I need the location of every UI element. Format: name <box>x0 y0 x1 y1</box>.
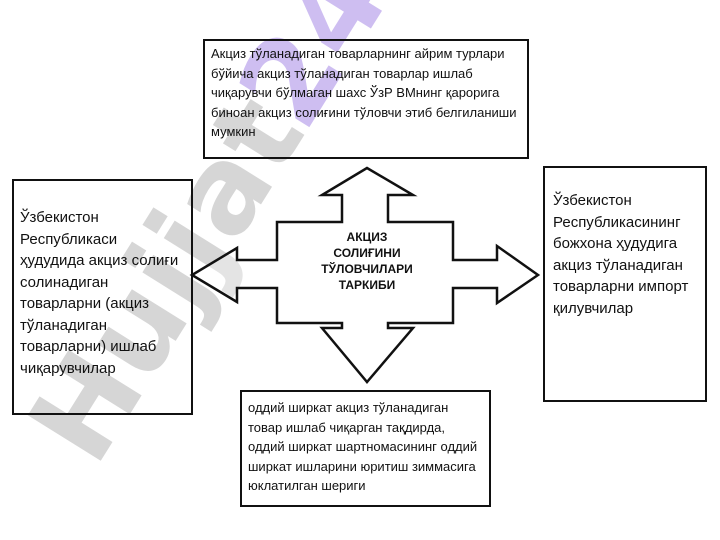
top-box-text: Акциз тўланадиган товарларнинг айрим тур… <box>211 46 517 139</box>
bottom-box-text: оддий ширкат акциз тўланадиган товар ишл… <box>248 400 478 493</box>
center-label: АКЦИЗ СОЛИҒИНИ ТЎЛОВЧИЛАРИ ТАРКИБИ <box>300 229 434 293</box>
right-box: Ўзбекистон Республикасининг божхона ҳуду… <box>543 166 707 402</box>
center-label-line: ТЎЛОВЧИЛАРИ <box>321 262 413 276</box>
four-way-arrow-shape <box>189 166 541 384</box>
left-box-text: Ўзбекистон Республикаси ҳудудида акциз с… <box>20 209 179 377</box>
left-box: Ўзбекистон Республикаси ҳудудида акциз с… <box>12 179 193 415</box>
bottom-box: оддий ширкат акциз тўланадиган товар ишл… <box>240 390 491 507</box>
center-label-line: АКЦИЗ <box>346 230 388 244</box>
center-label-line: ТАРКИБИ <box>338 278 396 292</box>
center-label-line: СОЛИҒИНИ <box>333 246 401 260</box>
top-box: Акциз тўланадиган товарларнинг айрим тур… <box>203 39 529 159</box>
right-box-text: Ўзбекистон Республикасининг божхона ҳуду… <box>553 192 689 317</box>
